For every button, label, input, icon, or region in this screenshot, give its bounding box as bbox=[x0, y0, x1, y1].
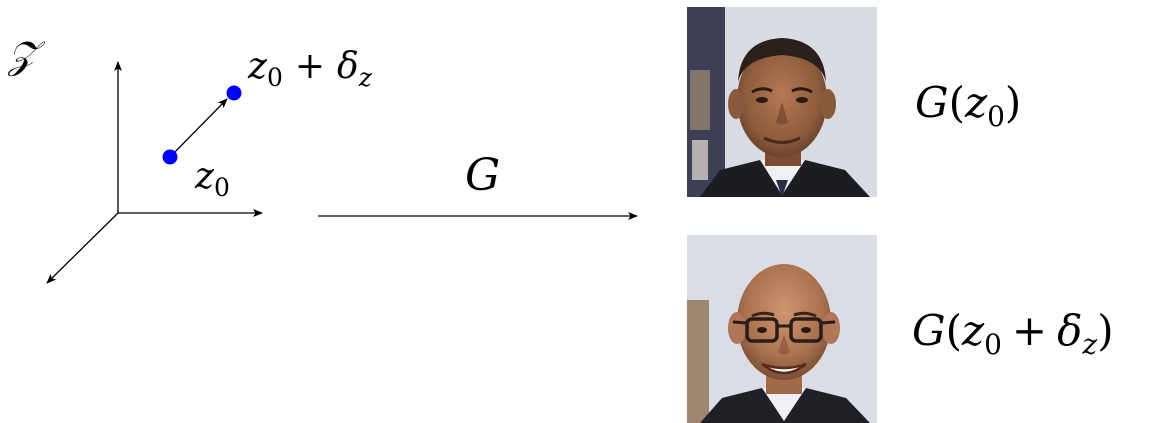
output-label-1-g: G bbox=[915, 78, 949, 127]
label-shift-delta: δ bbox=[337, 46, 359, 87]
point-z0 bbox=[163, 150, 178, 165]
output-label-2: G(z0+δz) bbox=[912, 306, 1114, 361]
space-label: 𝒵 bbox=[7, 33, 46, 77]
output-label-2-delta: δ bbox=[1057, 306, 1082, 355]
label-shift-var: z bbox=[247, 46, 268, 87]
label-z0-var: z bbox=[194, 156, 215, 197]
output-image-2 bbox=[687, 235, 877, 423]
z-axis bbox=[47, 213, 118, 283]
output-label-2-g: G bbox=[912, 306, 946, 355]
generator-mapping: G bbox=[318, 150, 637, 216]
generator-label: G bbox=[465, 150, 500, 201]
output-label-2-plus: + bbox=[1012, 306, 1047, 355]
output-label-1-sub: 0 bbox=[987, 100, 1005, 133]
label-z0-sub: 0 bbox=[214, 173, 230, 202]
output-label-2-sub: 0 bbox=[984, 328, 1002, 361]
output-label-1-close: ) bbox=[1005, 78, 1021, 127]
output-label-2-delta-sub: z bbox=[1081, 328, 1097, 361]
label-shift-sub: 0 bbox=[267, 63, 283, 92]
label-z0-plus-delta: z0+δz bbox=[247, 46, 373, 92]
label-shift-delta-sub: z bbox=[358, 63, 373, 92]
output-label-1-open: ( bbox=[949, 78, 965, 127]
delta-arrow bbox=[170, 99, 227, 157]
output-label-1: G(z0) bbox=[915, 78, 1021, 133]
latent-points bbox=[163, 86, 242, 165]
output-label-1-var: z bbox=[964, 78, 988, 127]
output-label-2-open: ( bbox=[946, 306, 962, 355]
point-z0-plus-delta bbox=[227, 86, 242, 101]
output-label-2-var: z bbox=[961, 306, 985, 355]
output-image-1 bbox=[687, 7, 877, 197]
output-label-2-close: ) bbox=[1097, 306, 1113, 355]
label-z0: z0 bbox=[194, 156, 230, 202]
label-shift-plus: + bbox=[295, 46, 325, 87]
